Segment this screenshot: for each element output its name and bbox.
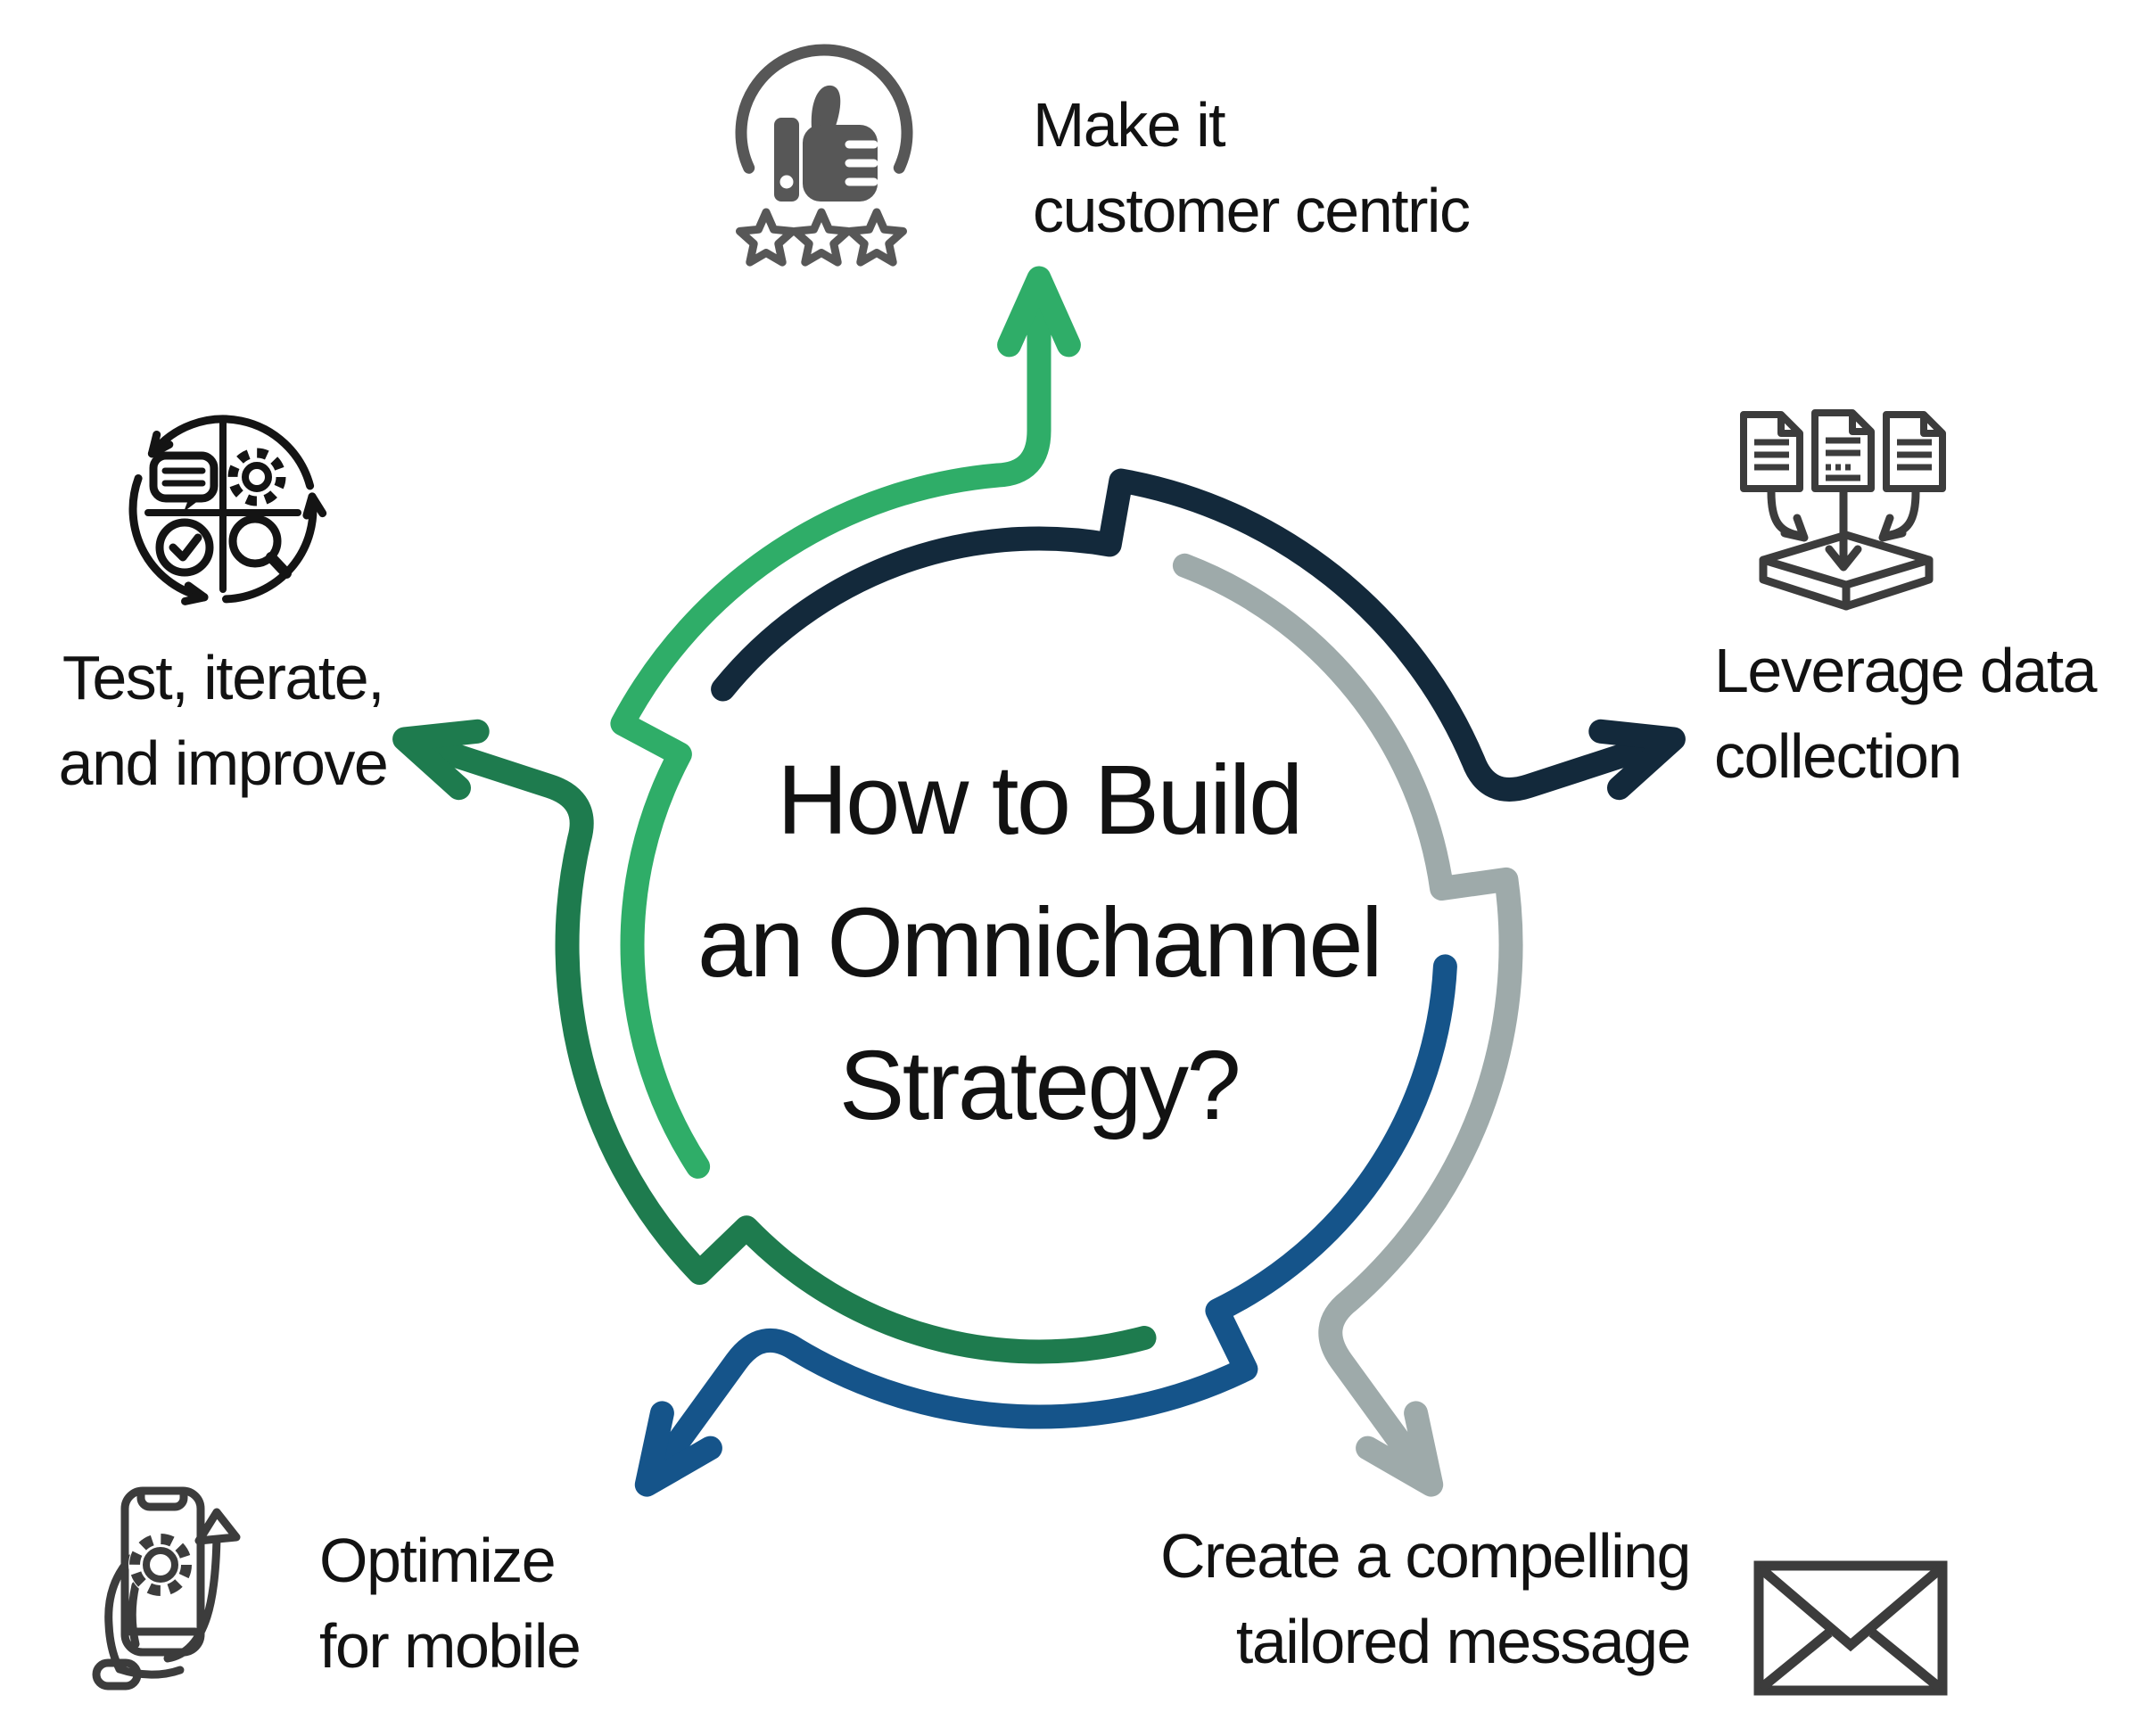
- page-title: How to Build an Omnichannel Strategy?: [593, 729, 1485, 1157]
- mobile-gear-icon: [92, 1486, 241, 1691]
- title-line-3: Strategy?: [838, 1031, 1241, 1140]
- envelope-icon: [1753, 1560, 1948, 1696]
- test-iterate-icon: [128, 415, 327, 605]
- title-line-2: an Omnichannel: [697, 888, 1383, 998]
- step-label-customer-centric: Make it customer centric: [1033, 90, 1471, 245]
- step-label-data-collection: Leverage data collection: [1714, 636, 2098, 791]
- thumbs-up-rating-icon: [735, 44, 913, 267]
- title-line-1: How to Build: [777, 745, 1303, 855]
- step-label-tailored-message: Create a compelling tailored message: [1159, 1521, 1692, 1676]
- step-label-test-iterate: Test, iterate, and improve: [58, 643, 389, 798]
- data-collection-icon: [1740, 409, 1946, 611]
- step-label-optimize-mobile: Optimize for mobile: [319, 1526, 581, 1681]
